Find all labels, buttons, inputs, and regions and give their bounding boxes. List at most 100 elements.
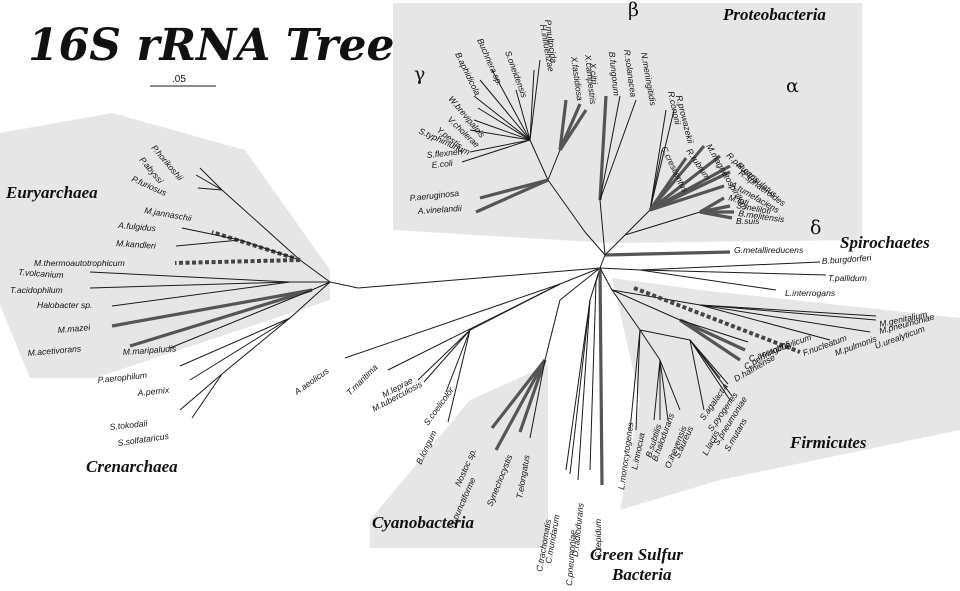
- label-crenarchaea: Crenarchaea: [86, 457, 178, 476]
- taxon-t-acidophilum: T.acidophilum: [10, 285, 63, 295]
- branch-s-solfataricus: [191, 373, 223, 419]
- taxon-s-solfataricus: S.solfataricus: [117, 431, 170, 448]
- branch-g-metallireducens: [604, 250, 731, 257]
- branch-u-urealyticum: [699, 304, 871, 333]
- branch-r-conorii: [649, 109, 667, 211]
- branch: [221, 189, 301, 261]
- branch: [639, 329, 661, 361]
- branch-b-burgdorferi: [639, 261, 821, 271]
- branch: [547, 179, 586, 233]
- branch-y-pestis: [473, 119, 531, 141]
- branch: [221, 317, 291, 375]
- branch-l-monocytogenes: [629, 329, 641, 431]
- branch-m-magnetospirillum: [648, 144, 706, 212]
- branch-s-tokodaii: [179, 373, 223, 411]
- branch-d-hafniense: [679, 318, 741, 362]
- branch: [624, 211, 701, 236]
- branch-a-tumefaciens: [649, 184, 725, 212]
- label-proteobacteria: Proteobacteria: [722, 5, 826, 24]
- branch-f-nucleatum: [633, 286, 801, 354]
- taxon-s-tokodaii: S.tokodaii: [109, 418, 149, 432]
- branch-t-elongatus: [529, 359, 546, 439]
- branch-s-mutans: [689, 339, 731, 401]
- branch-m-thermoautotrophicum: [174, 258, 301, 265]
- label-gamma: γ: [414, 63, 425, 85]
- branch-m-maripaludis: [169, 289, 313, 349]
- branch-r-sphaeroides: [649, 170, 731, 212]
- taxon-x-citri: X.citri: [588, 61, 600, 85]
- label-euryarchaea: Euryarchaea: [5, 183, 98, 202]
- label-green-sulfur-bacteria: Bacteria: [611, 565, 672, 584]
- label-delta: δ: [810, 217, 821, 239]
- branch-b-fungorum: [598, 95, 608, 201]
- branch: [611, 289, 681, 321]
- branch: [289, 281, 331, 319]
- region-euryarchaea: [0, 113, 330, 378]
- branch: [544, 299, 561, 361]
- branch-s-oneidensis: [515, 89, 531, 141]
- taxon-s-flexneri: S.flexneri: [426, 146, 464, 160]
- branch-a-vinelandii: [475, 178, 549, 214]
- branch-s-coelicolor: [445, 329, 471, 393]
- branch-a-aeolicus: [344, 283, 561, 359]
- branch: [599, 267, 641, 271]
- branch-a-pernix: [189, 317, 291, 381]
- branch: [311, 281, 331, 291]
- branch-r-palustris: [649, 154, 721, 212]
- branch-nostoc-sp: [490, 359, 547, 429]
- tree-branches: [89, 59, 877, 486]
- taxon-halobacter-sp: Halobacter sp.: [37, 300, 92, 310]
- branch-synechocystis: [518, 359, 547, 433]
- clade-regions: [0, 3, 960, 548]
- branch: [599, 254, 606, 269]
- label-alpha: α: [786, 75, 799, 97]
- branch-m-tuberculosis: [417, 329, 471, 381]
- branch-s-flexneri: [469, 139, 531, 153]
- branch-halobacter-sp: [111, 281, 291, 307]
- label-spirochaetes: Spirochaetes: [840, 233, 930, 252]
- branch-m-mazei: [111, 288, 313, 328]
- branch: [529, 139, 549, 181]
- branch-c-muridarum: [569, 299, 591, 475]
- branch: [239, 239, 301, 261]
- taxon-g-metallireducens: G.metallireducens: [734, 245, 804, 255]
- branch-c-tepidum: [598, 267, 604, 486]
- taxon-b-burgdorferi: B.burgdorferi: [821, 252, 872, 266]
- branch-b-suis: [699, 210, 733, 220]
- taxon-m-mazei: M.mazei: [57, 322, 91, 335]
- branch: [599, 267, 613, 291]
- branch: [624, 209, 651, 236]
- taxon-a-fulgidus: A.fulgidus: [117, 220, 157, 233]
- branch-p-multocida: [529, 59, 541, 141]
- branch-p-furiosus: [197, 187, 223, 191]
- branch-l-lactis: [689, 339, 705, 411]
- taxon-t-volcanium: T.volcanium: [18, 267, 64, 280]
- label-cyanobacteria: Cyanobacteria: [372, 513, 474, 532]
- branch: [639, 329, 691, 341]
- branch-v-cholerae: [477, 107, 531, 141]
- taxon-m-thermoautotrophicum: M.thermoautotrophicum: [34, 258, 125, 268]
- branch-p-abyssi: [195, 174, 223, 191]
- branch: [299, 259, 331, 283]
- taxon-a-pernix: A.pernix: [136, 385, 170, 398]
- branch: [599, 199, 606, 256]
- branch: [611, 289, 701, 306]
- branch: [559, 267, 601, 301]
- branch-s-typhimurium: [469, 129, 531, 141]
- branch-x-fastidiosa: [558, 99, 568, 151]
- clade-labels: 16S rRNA Tree.05ProteobacteriaEuryarchae…: [5, 0, 930, 584]
- branch: [547, 149, 561, 181]
- branch-d-radiodurans: [589, 281, 597, 471]
- taxon-t-maritima: T.maritima: [344, 362, 379, 397]
- branch-c-perfringens: [679, 318, 746, 352]
- branch: [584, 231, 606, 256]
- taxon-s-coelicolor: S.coelicolor: [422, 384, 457, 427]
- backbone-main: [357, 267, 601, 289]
- branch-t-volcanium: [89, 271, 291, 283]
- page-title: 16S rRNA Tree: [28, 20, 394, 71]
- taxon-m-maripaludis: M.maripaludis: [122, 343, 177, 357]
- label-firmicutes: Firmicutes: [789, 433, 867, 452]
- branch-s-agalactia: [689, 339, 721, 379]
